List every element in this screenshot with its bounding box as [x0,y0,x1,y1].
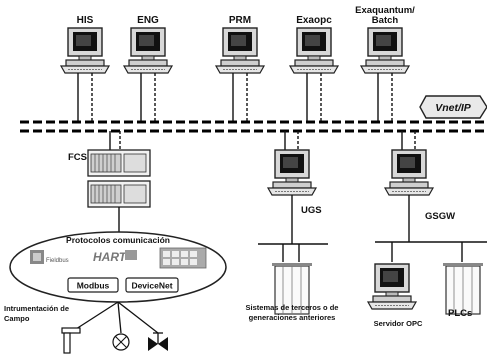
svg-text:HIS: HIS [77,15,94,26]
svg-text:generaciones anteriores: generaciones anteriores [249,313,336,322]
svg-text:Exaquantum/: Exaquantum/ [355,5,415,16]
plcs: PLCs [442,262,484,319]
svg-text:PLCs: PLCs [448,308,472,319]
vnet-ip-logo: Vnet/IP [419,95,487,119]
fcs-controller: FCS [68,131,151,233]
svg-text:FCS: FCS [68,152,87,163]
ugs-gateway: UGS [258,131,328,262]
svg-text:PRM: PRM [229,15,251,26]
valve-icon [148,332,168,351]
protocols-cloud: Protocolos comunicación Fieldbus HART Mo… [9,231,227,303]
svg-text:Exaopc: Exaopc [296,15,332,26]
svg-text:Intrumentación de: Intrumentación de [4,304,69,313]
station-exaopc: Exaopc [289,15,339,74]
opc-server: Servidor OPC [367,263,423,328]
motor-icon [112,333,130,351]
vnet-bus [20,120,487,133]
svg-text:Servidor OPC: Servidor OPC [374,319,423,328]
svg-text:HART: HART [93,250,128,264]
svg-text:Vnet/IP: Vnet/IP [435,102,472,114]
station-his: HIS [60,15,110,74]
fieldbus-logo: Fieldbus [30,250,69,264]
svg-text:UGS: UGS [301,205,322,216]
transmitter-icon [61,327,81,354]
profibus-logo [159,247,207,269]
svg-text:ENG: ENG [137,15,159,26]
station-eng: ENG [123,15,173,74]
station-prm: PRM [215,15,265,74]
station-connectors [77,73,393,122]
svg-text:Protocolos comunicación: Protocolos comunicación [66,235,170,245]
field-instruments: Intrumentación de Campo [4,301,168,354]
devicenet-box: DeviceNet [125,277,179,293]
svg-text:GSGW: GSGW [425,211,455,222]
svg-text:Modbus: Modbus [77,281,110,291]
station-exaquantum: Exaquantum/ Batch [355,5,415,74]
svg-text:Campo: Campo [4,314,30,323]
modbus-box: Modbus [67,277,119,293]
svg-text:Fieldbus: Fieldbus [46,258,69,264]
svg-text:DeviceNet: DeviceNet [131,281,172,291]
gsgw-gateway: GSGW [375,131,487,262]
third-party-systems: Sistemas de terceros o de generaciones a… [246,262,339,322]
svg-text:Batch: Batch [372,15,399,26]
hart-logo: HART [93,250,137,264]
svg-text:Sistemas de terceros o de: Sistemas de terceros o de [246,303,339,312]
